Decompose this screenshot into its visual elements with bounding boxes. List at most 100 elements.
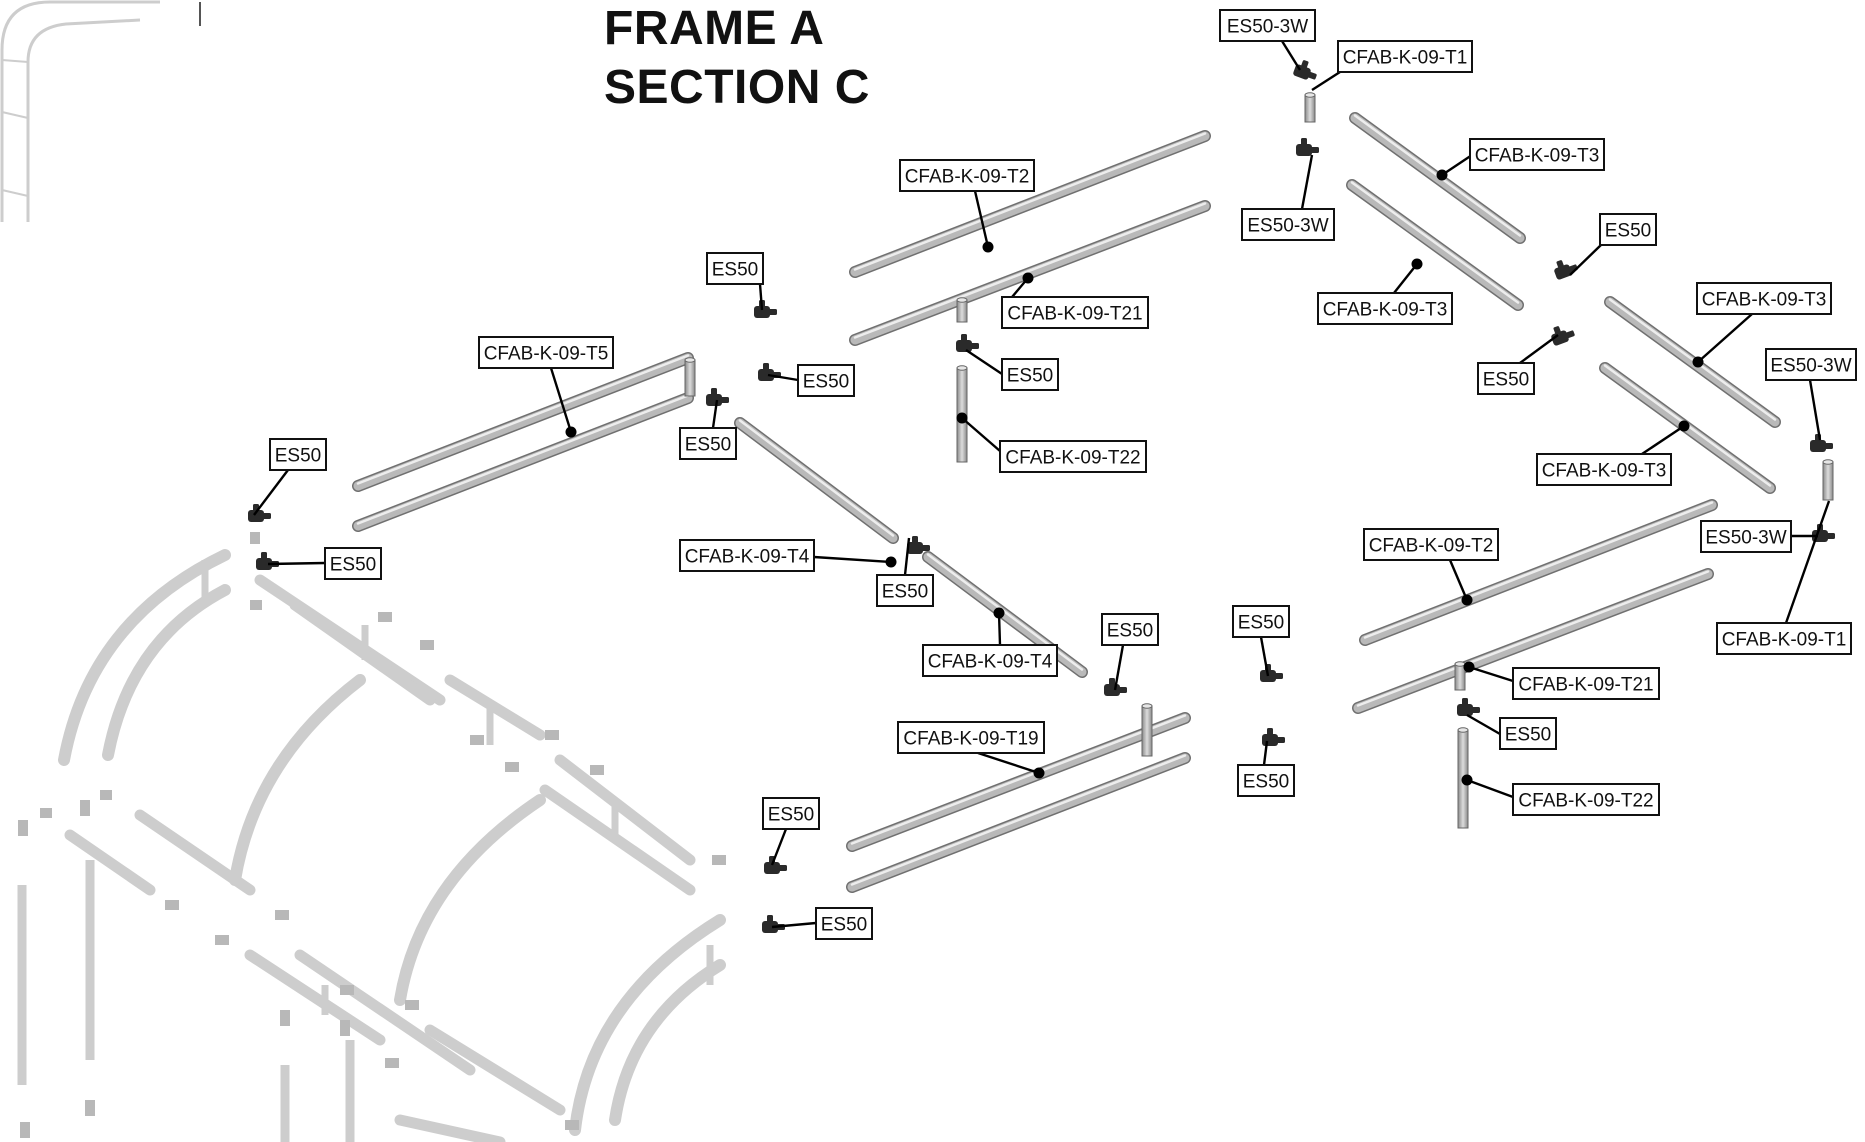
callout-es50: ES50 — [1237, 740, 1295, 797]
callout-es50: ES50 — [771, 907, 873, 940]
title-section: SECTION C — [604, 61, 870, 114]
callout-label: ES50-3W — [1705, 528, 1786, 549]
callouts-layer: ES50-3WCFAB-K-09-T1CFAB-K-09-T3ES50-3WCF… — [253, 9, 1857, 940]
callout-label: CFAB-K-09-T5 — [484, 344, 609, 365]
callout-es50: ES50 — [1101, 613, 1159, 691]
callout-label: CFAB-K-09-T4 — [928, 652, 1053, 673]
connector-fitting — [1260, 664, 1283, 682]
tube-part — [849, 130, 1211, 278]
callout-label: ES50 — [821, 915, 867, 936]
callout-label: ES50 — [712, 260, 758, 281]
callout-es50-3w: ES50-3W — [1700, 520, 1818, 553]
callout-cfab-k-09-t5: CFAB-K-09-T5 — [478, 336, 614, 438]
callout-cfab-k-09-t3: CFAB-K-09-T3 — [1536, 420, 1690, 486]
connector-fitting — [1262, 728, 1285, 746]
connector-fitting — [1457, 698, 1480, 716]
post-part — [956, 297, 968, 323]
callout-label: CFAB-K-09-T3 — [1323, 300, 1448, 321]
tube-part — [846, 752, 1191, 893]
tube-part — [1604, 296, 1781, 428]
connector-fitting — [706, 388, 729, 406]
callout-cfab-k-09-t19: CFAB-K-09-T19 — [897, 721, 1045, 779]
callout-cfab-k-09-t3: CFAB-K-09-T3 — [1436, 138, 1605, 181]
tube-part — [352, 392, 694, 532]
connector-fitting — [956, 334, 979, 352]
tube-part — [1352, 568, 1714, 714]
callout-label: CFAB-K-09-T22 — [1518, 791, 1653, 812]
tube-part — [846, 712, 1191, 852]
connector-fitting — [1554, 260, 1578, 280]
callout-label: CFAB-K-09-T3 — [1475, 146, 1600, 167]
post-part — [684, 357, 696, 397]
callout-label: ES50 — [1107, 621, 1153, 642]
callout-cfab-k-09-t21: CFAB-K-09-T21 — [1001, 272, 1149, 329]
callout-cfab-k-09-t21: CFAB-K-09-T21 — [1463, 661, 1660, 700]
callout-label: ES50 — [1505, 725, 1551, 746]
callout-cfab-k-09-t1: CFAB-K-09-T1 — [1716, 500, 1852, 655]
callout-es50: ES50 — [762, 797, 820, 866]
callout-es50: ES50 — [767, 364, 855, 397]
callout-label: ES50 — [1605, 221, 1651, 242]
callout-label: CFAB-K-09-T2 — [1369, 536, 1494, 557]
title-frame: FRAME A — [604, 2, 825, 55]
parts-layer — [248, 60, 1835, 933]
connector-fitting — [907, 536, 930, 554]
callout-es50: ES50 — [1232, 605, 1290, 677]
callout-label: ES50 — [1007, 366, 1053, 387]
callout-label: ES50 — [685, 435, 731, 456]
tube-part — [352, 352, 694, 492]
callout-es50: ES50 — [1569, 213, 1657, 276]
callout-cfab-k-09-t3: CFAB-K-09-T3 — [1317, 258, 1453, 325]
callout-label: ES50 — [882, 582, 928, 603]
callout-es50: ES50 — [1477, 334, 1559, 395]
connector-fitting — [1551, 326, 1575, 346]
callout-es50: ES50 — [253, 438, 327, 516]
callout-es50: ES50 — [965, 349, 1059, 391]
callout-es50: ES50 — [267, 547, 382, 580]
callout-label: CFAB-K-09-T22 — [1005, 448, 1140, 469]
post-part — [1454, 661, 1466, 691]
callout-es50: ES50 — [876, 537, 934, 607]
callout-cfab-k-09-t22: CFAB-K-09-T22 — [1461, 774, 1660, 816]
post-part — [1822, 459, 1834, 501]
callout-es50: ES50 — [706, 252, 764, 311]
callout-label: ES50 — [1238, 613, 1284, 634]
callout-es50-3w: ES50-3W — [1219, 9, 1316, 71]
tube-part — [1346, 179, 1524, 311]
connector-fitting — [762, 915, 785, 933]
post-part — [1141, 703, 1153, 757]
callout-label: CFAB-K-09-T21 — [1007, 304, 1142, 325]
callout-label: ES50 — [803, 372, 849, 393]
connector-fitting — [1810, 434, 1833, 452]
callout-cfab-k-09-t3: CFAB-K-09-T3 — [1692, 282, 1832, 368]
connector-fitting — [754, 300, 777, 318]
callout-label: ES50-3W — [1247, 216, 1328, 237]
callout-es50-3w: ES50-3W — [1765, 348, 1857, 441]
tube-part — [734, 417, 899, 544]
callout-cfab-k-09-t2: CFAB-K-09-T2 — [1363, 528, 1499, 606]
callout-label: CFAB-K-09-T3 — [1542, 461, 1667, 482]
ghost-frame — [0, 0, 726, 1142]
callout-label: ES50 — [1243, 772, 1289, 793]
callout-label: CFAB-K-09-T1 — [1722, 630, 1847, 651]
callout-cfab-k-09-t1: CFAB-K-09-T1 — [1311, 40, 1473, 92]
connector-fitting — [758, 363, 781, 381]
tube-part — [1359, 499, 1718, 646]
connector-fitting — [256, 552, 279, 570]
connector-fitting — [1296, 138, 1319, 156]
callout-label: CFAB-K-09-T21 — [1518, 675, 1653, 696]
callout-label: CFAB-K-09-T19 — [903, 729, 1038, 750]
callout-label: ES50 — [768, 805, 814, 826]
callout-cfab-k-09-t2: CFAB-K-09-T2 — [899, 159, 1035, 253]
callout-label: CFAB-K-09-T2 — [905, 167, 1030, 188]
callout-label: ES50-3W — [1770, 356, 1851, 377]
callout-label: ES50-3W — [1227, 17, 1308, 38]
callout-label: ES50 — [1483, 370, 1529, 391]
callout-es50-3w: ES50-3W — [1241, 154, 1335, 241]
callout-cfab-k-09-t4: CFAB-K-09-T4 — [922, 607, 1058, 677]
callout-cfab-k-09-t4: CFAB-K-09-T4 — [679, 539, 897, 572]
callout-label: ES50 — [330, 555, 376, 576]
callout-label: CFAB-K-09-T4 — [685, 547, 810, 568]
callout-cfab-k-09-t22: CFAB-K-09-T22 — [956, 412, 1147, 473]
